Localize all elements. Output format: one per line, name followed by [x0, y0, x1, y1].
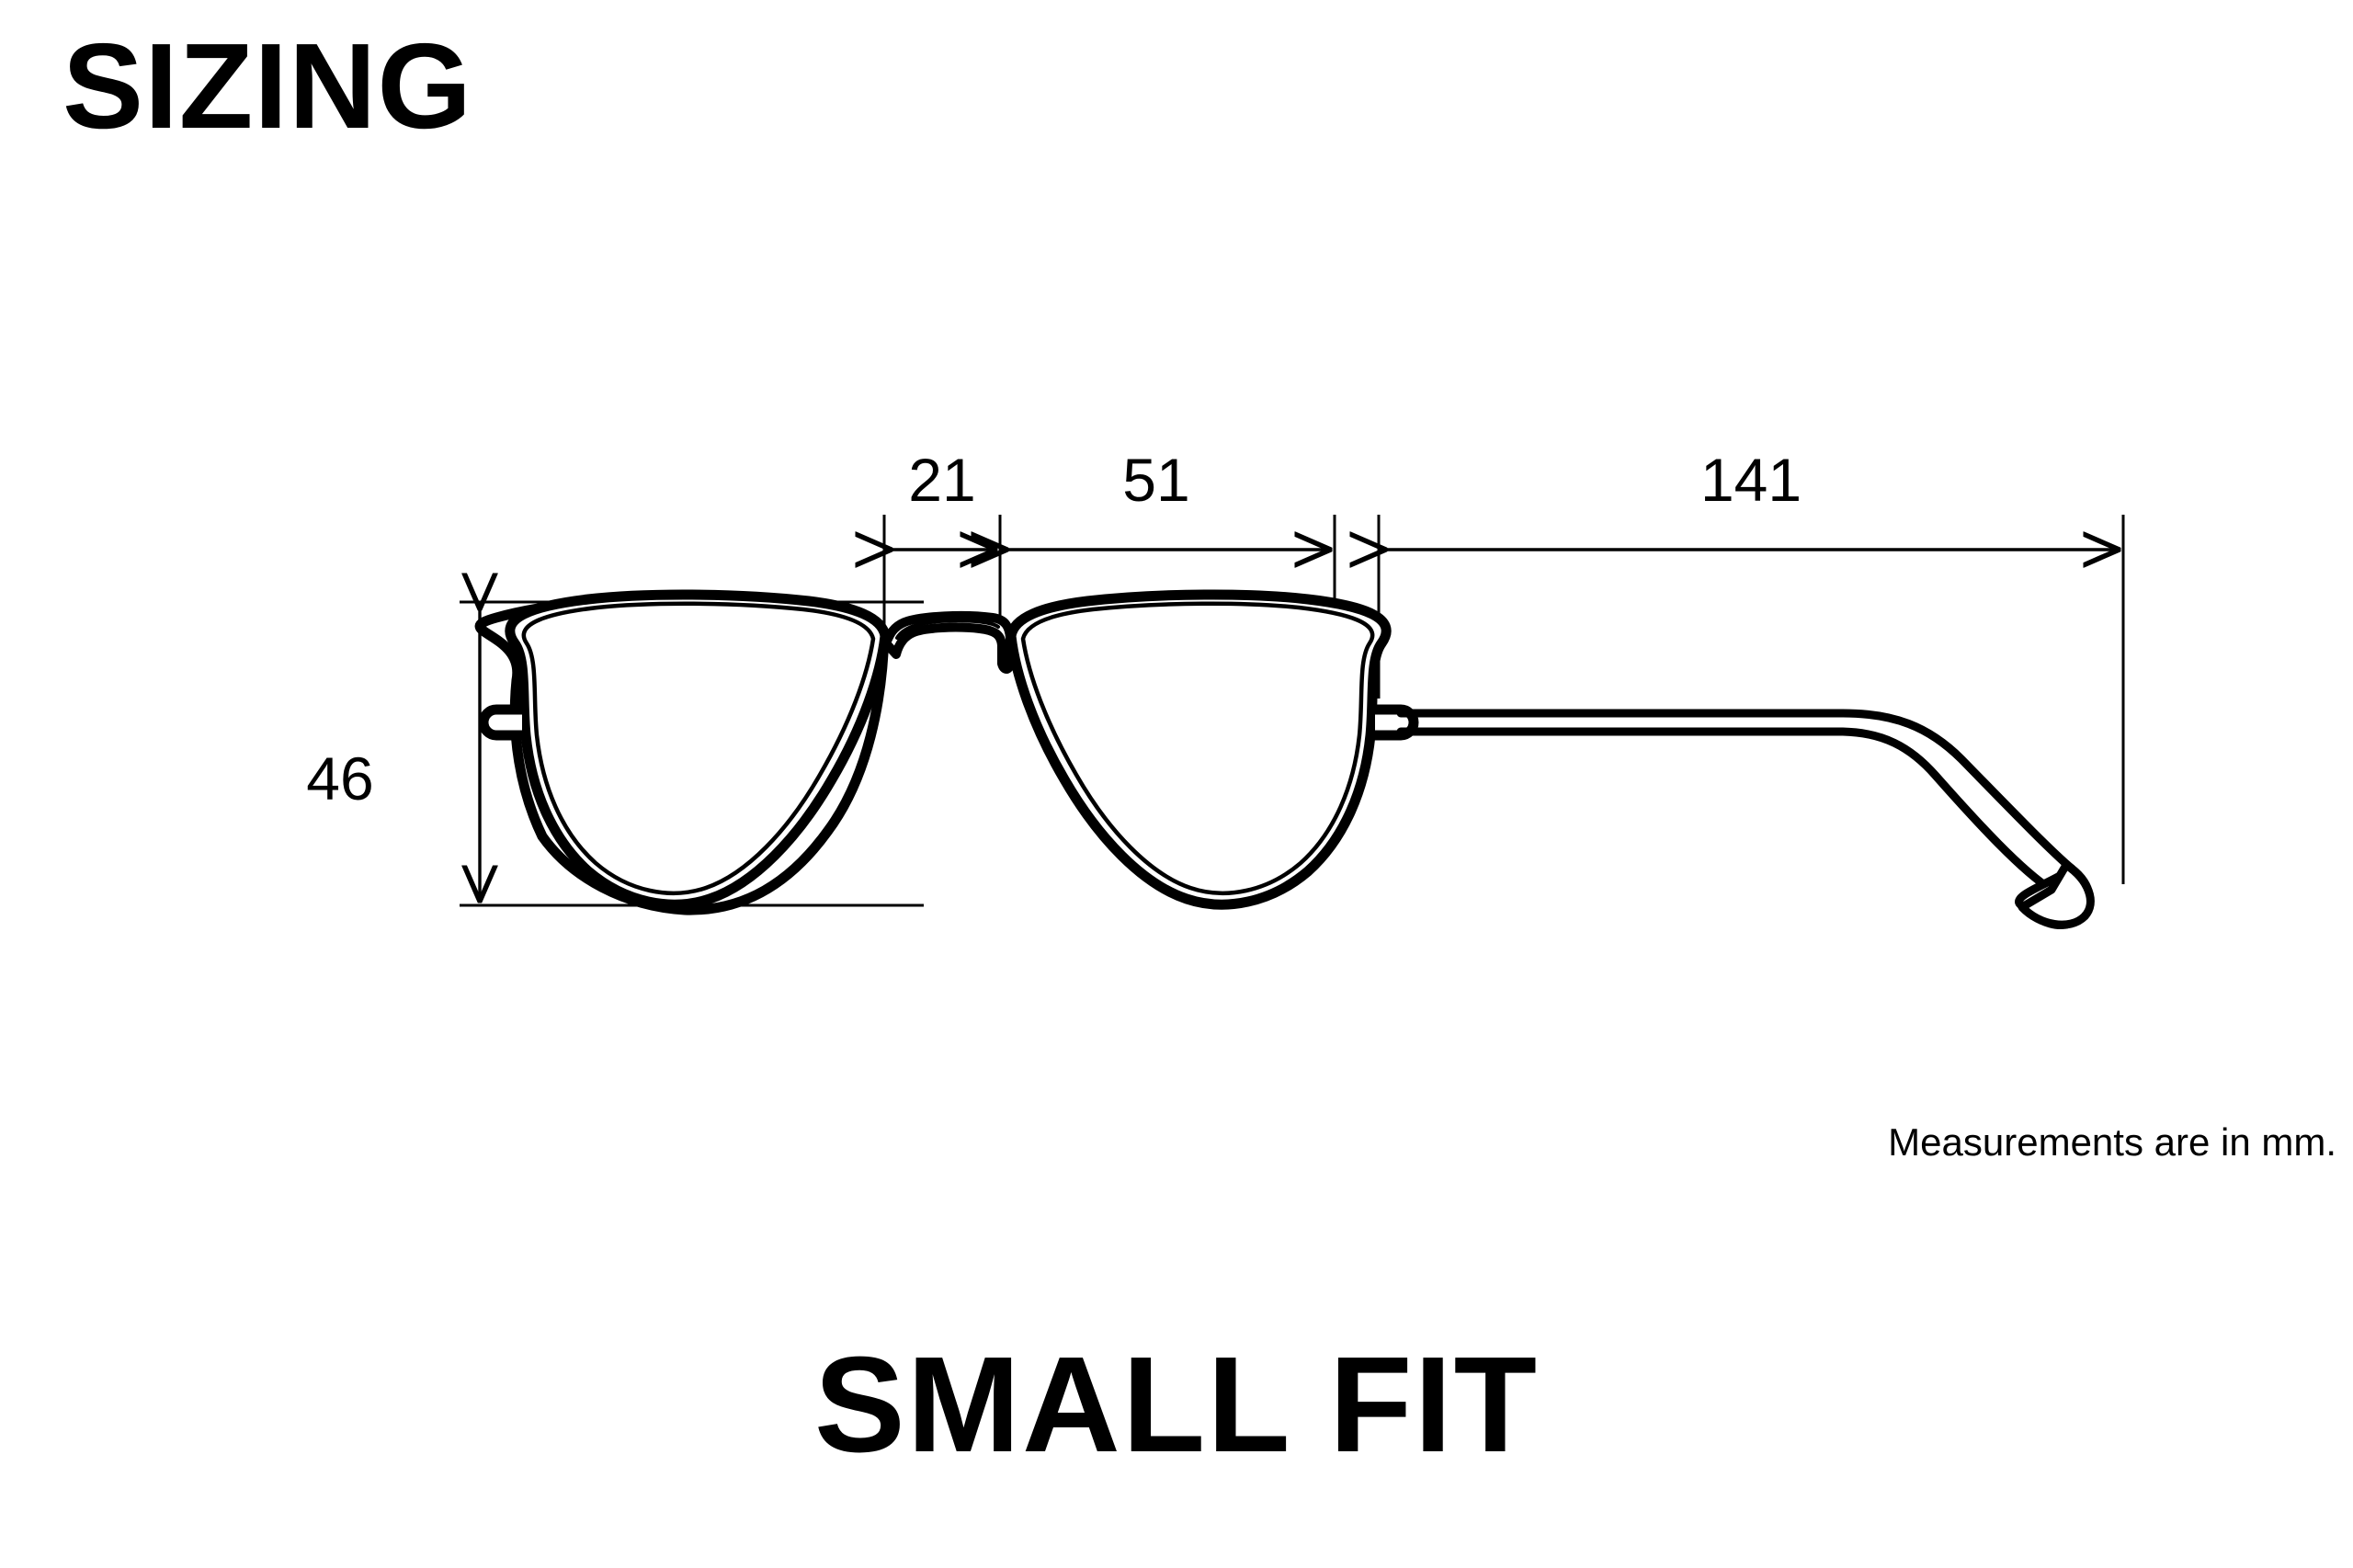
temple-arm-lower-edge [1396, 727, 2056, 894]
dimension-arrows [480, 550, 2118, 900]
bridge-inner-line [895, 619, 1000, 640]
right-lens-inner-rim [1020, 601, 1375, 895]
sunglasses-frame [474, 589, 2095, 930]
page-title: SIZING [63, 18, 473, 153]
left-lens-outline [505, 589, 891, 910]
bridge-outer [881, 610, 1015, 674]
left-hinge-nub [478, 704, 528, 741]
dimension-label-temple-length: 141 [1700, 446, 1802, 514]
fit-title: SMALL FIT [813, 1329, 1540, 1481]
temple-arm-upper-edge [1396, 709, 2076, 873]
right-lens-outline [1006, 589, 1392, 910]
measurements-note: Measurements are in mm. [1888, 1120, 2336, 1164]
dimension-label-lens-height: 46 [306, 744, 373, 812]
temple-tip-outline [2018, 860, 2095, 929]
left-lens-inner-rim [521, 601, 876, 895]
dimension-label-bridge: 21 [908, 446, 975, 514]
dimension-label-lens-width: 51 [1122, 446, 1189, 514]
